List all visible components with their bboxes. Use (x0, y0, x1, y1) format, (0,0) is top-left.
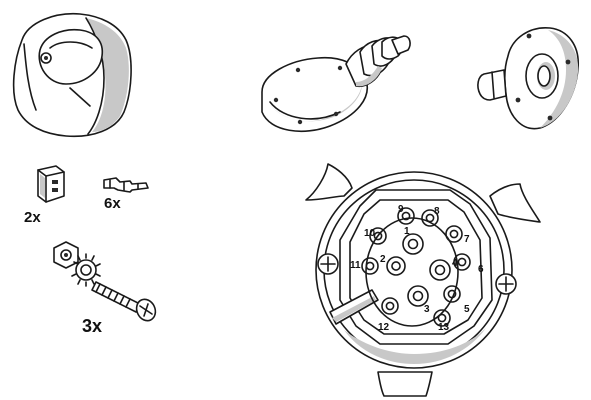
crimp-pin-contact-icon (103, 177, 149, 193)
pin-label-13: 13 (438, 322, 450, 333)
terminal-core-13 (437, 313, 447, 323)
pin-contact-quantity: 6x (104, 195, 121, 212)
terminal-core-1 (407, 238, 419, 250)
pin-label-6: 6 (478, 264, 484, 275)
terminal-2 (386, 256, 406, 276)
pin-label-11: 11 (350, 260, 361, 271)
terminal-3 (407, 285, 429, 307)
pin-label-9: 9 (398, 204, 404, 215)
screw-set-quantity: 3x (82, 316, 102, 336)
pin-label-10: 10 (364, 228, 376, 239)
terminal-core-4 (434, 264, 446, 276)
terminal-1 (402, 233, 424, 255)
terminal-11 (361, 257, 379, 275)
terminal-8 (421, 209, 439, 227)
13-pin-socket-face-icon (305, 163, 541, 397)
terminal-4 (429, 259, 451, 281)
terminal-12 (381, 297, 399, 315)
trailer-socket-housing-icon (12, 12, 132, 138)
cable-boot-cover-icon (261, 35, 411, 132)
terminal-core-9 (401, 211, 411, 221)
terminal-core-3 (412, 290, 424, 302)
terminal-13 (433, 309, 451, 327)
pin-label-12: 12 (378, 322, 390, 333)
terminal-core-2 (391, 261, 401, 271)
contact-block-icon (37, 165, 65, 203)
terminal-core-10 (373, 231, 383, 241)
terminal-core-6 (457, 257, 467, 267)
screw-nut-washer-icon (53, 241, 157, 322)
pin-label-8: 8 (434, 206, 440, 217)
rear-seal-gasket-icon (477, 27, 579, 130)
pin-label-3: 3 (424, 304, 430, 315)
pin-label-2: 2 (380, 254, 386, 265)
pin-label-4: 4 (452, 258, 458, 269)
contact-block-quantity: 2x (24, 209, 41, 226)
pin-label-5: 5 (464, 304, 470, 315)
terminal-core-12 (385, 301, 395, 311)
pin-label-1: 1 (404, 226, 410, 237)
pin-label-7: 7 (464, 234, 470, 245)
terminal-core-7 (449, 229, 459, 239)
terminal-7 (445, 225, 463, 243)
